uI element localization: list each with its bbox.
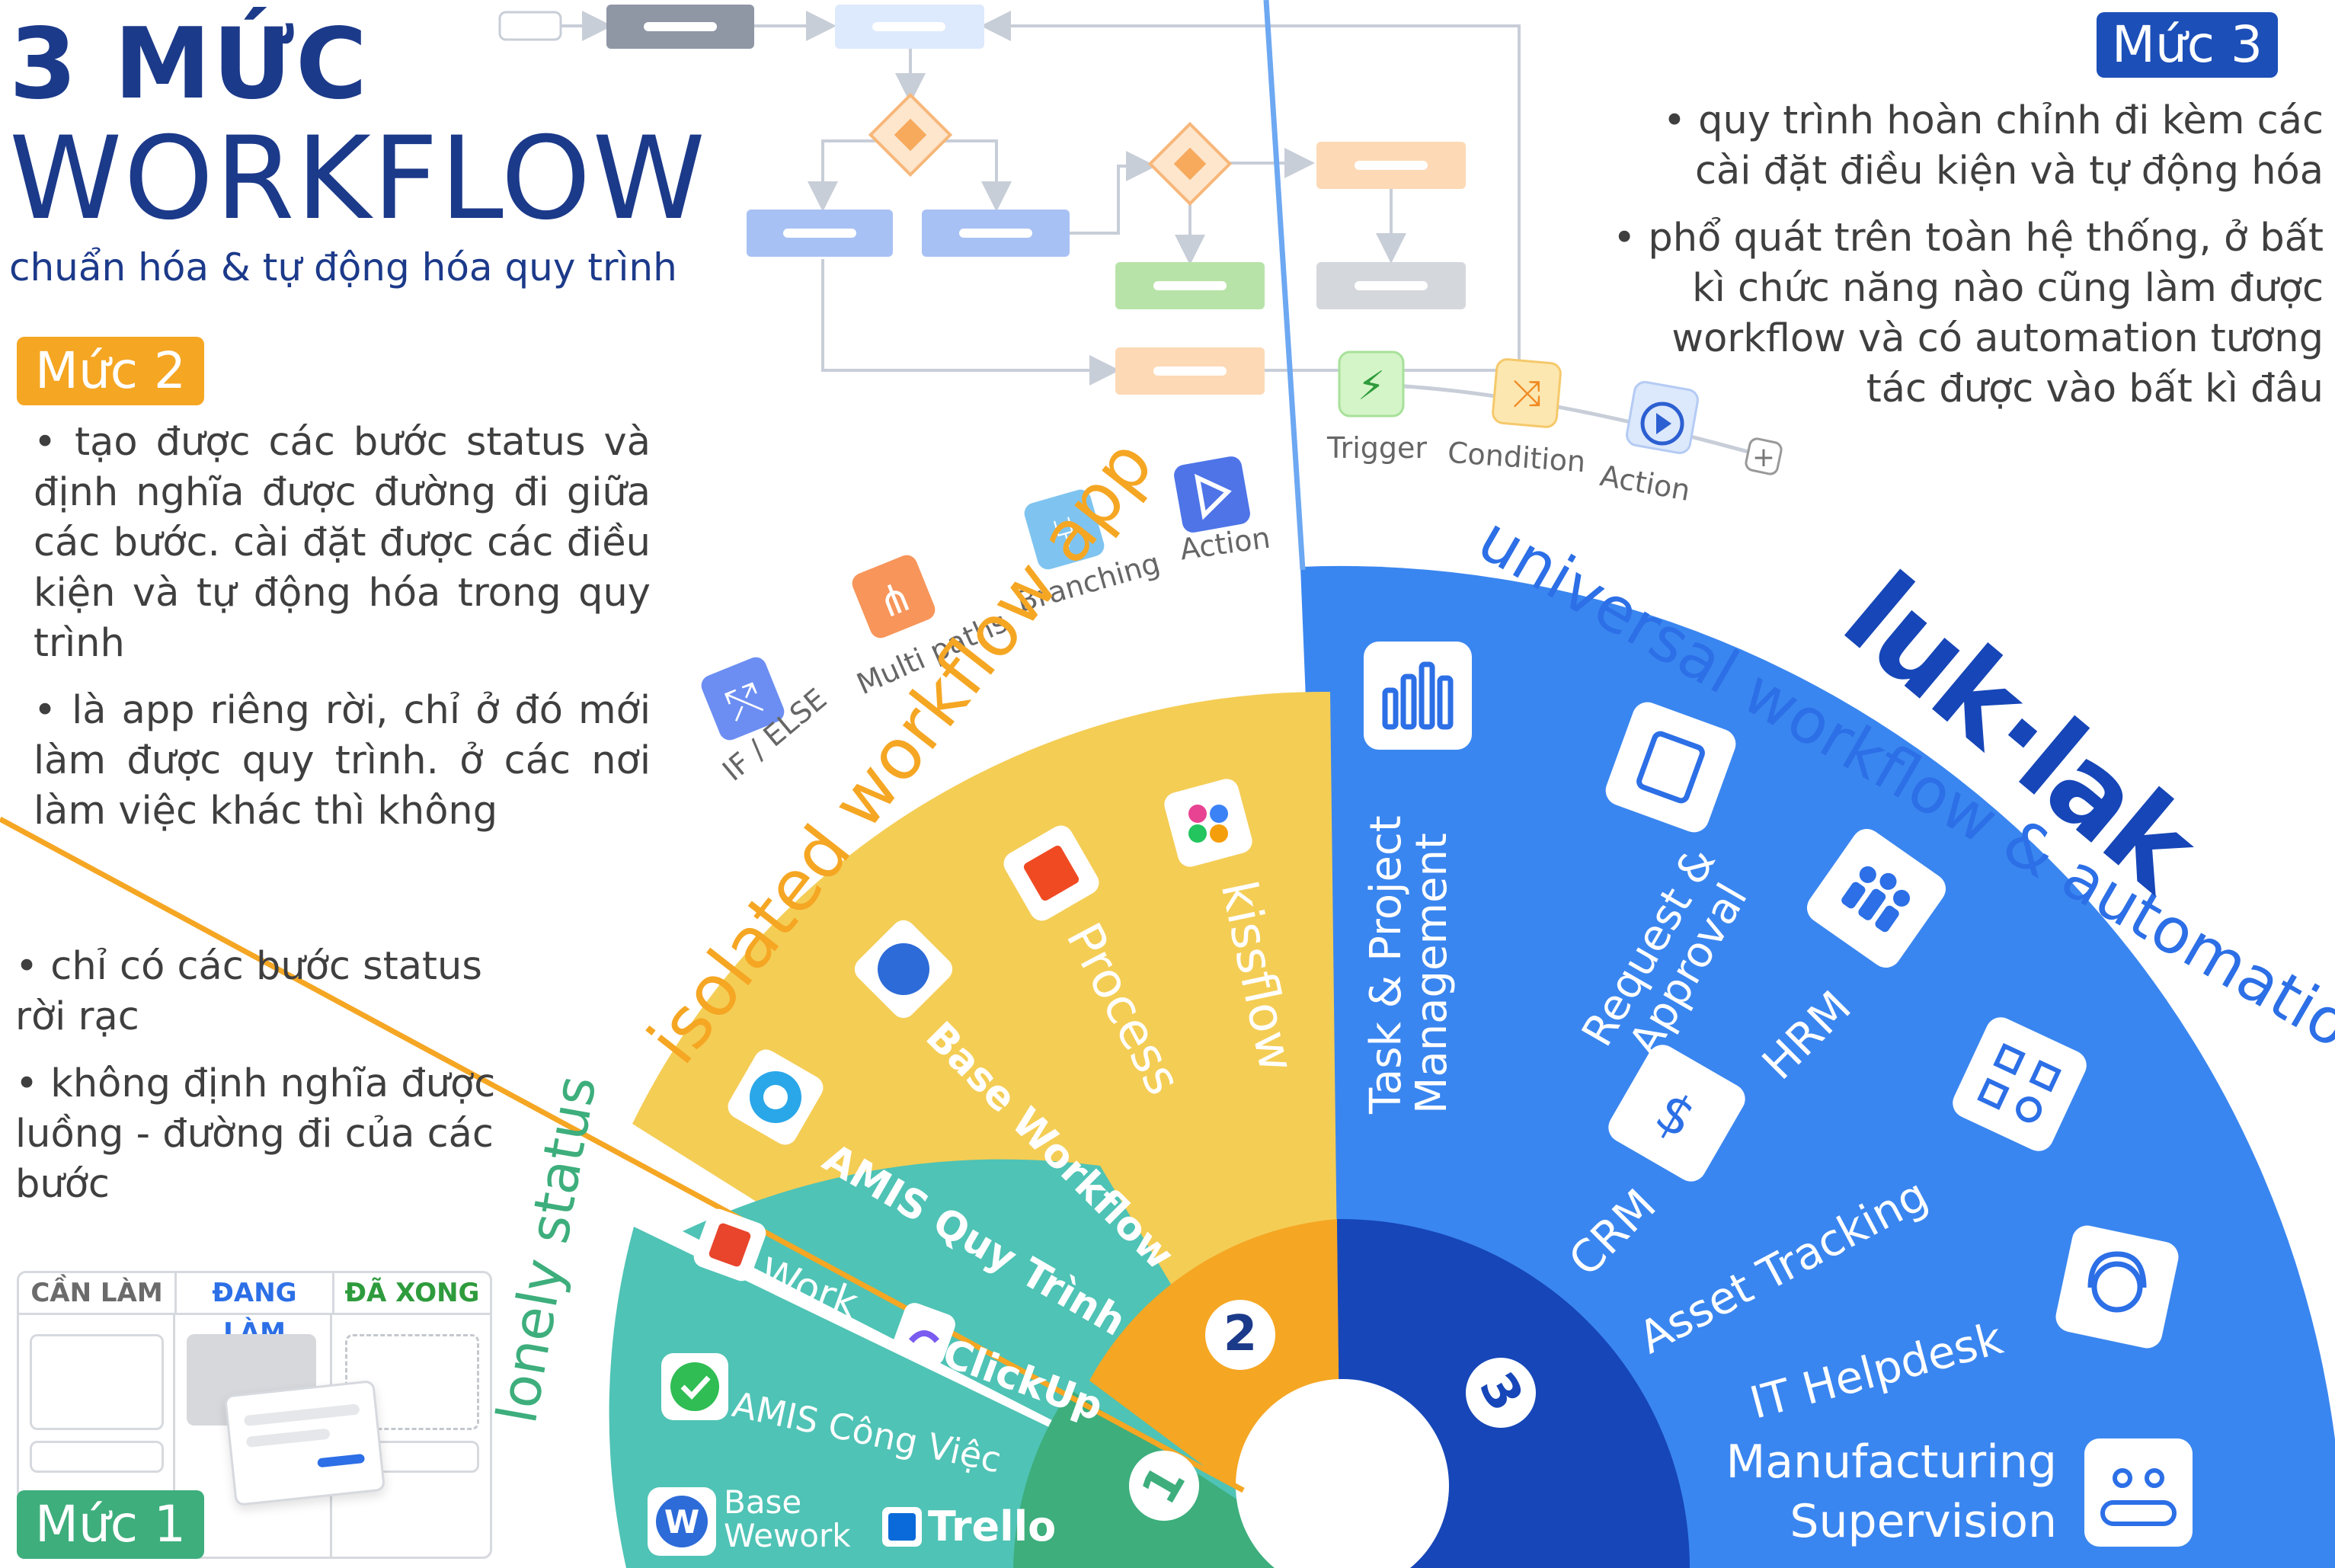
manufacturing-icon [2084,1438,2193,1547]
level1-bullet: • không định nghĩa được luồng - đường đi… [15,1061,496,1207]
level2-bullet: • là app riêng rời, chỉ ở đó mới làm đượ… [34,688,651,834]
condition-icon [1492,358,1562,428]
app-label-base-wework: Base Wework [724,1483,851,1554]
level1-bullet: • chỉ có các bước status rời rạc [15,944,482,1039]
branching-icon [1024,489,1105,570]
app-label-trello: Trello [928,1502,1057,1550]
page-subtitle: chuẩn hóa & tự động hóa quy trình [9,245,677,290]
if-else-icon [701,657,785,741]
svg-text:⤨: ⤨ [1512,372,1541,414]
crm-icon [1608,1045,1745,1182]
kanban-column-doing: ĐANG LÀM [177,1273,334,1348]
module-task-project: Task & Project Management [1361,815,1457,1114]
automation-steps: ⚡ ⤨ + [1338,350,1783,475]
app-icons: W $ [648,642,2193,1556]
kanban-card [30,1441,164,1473]
svg-text:+: + [1752,442,1775,473]
level1-description: • chỉ có các bước status rời rạc • không… [15,942,518,1227]
svg-text:W: W [664,1503,699,1541]
task-project-icon [1364,642,1472,750]
it-helpdesk-icon [2055,1225,2179,1349]
module-manufacturing: Manufacturing Supervision [1726,1435,2057,1548]
divider-line-2 [0,816,1245,1493]
action-play-icon [1174,456,1250,533]
request-approval-icon [1605,702,1736,833]
page-title-line2: WORKFLOW [9,113,707,245]
level3-badge: Mức 3 [2097,12,2279,78]
kanban-column-done: ĐÃ XONG [344,1278,480,1308]
divider-line-3 [1263,0,1306,571]
flowchart-diagram [498,5,1521,395]
level3-bullet: • phổ quát trên toàn hệ thống, ở bất kì … [1613,216,2324,411]
page-title-line1: 3 MỨC [9,8,369,121]
kissflow-icon [1164,779,1252,867]
level2-feature-icons: ⤲ ⋔ ⑂ [701,456,1250,741]
asset-tracking-icon [1953,1017,2087,1151]
level1-badge: Mức 1 [17,1490,205,1559]
level3-description: • quy trình hoàn chỉnh đi kèm các cài đặ… [1607,96,2324,431]
add-step-icon [1745,437,1783,475]
kanban-card [30,1334,164,1430]
trigger-icon [1338,350,1405,418]
level3-bullet: • quy trình hoàn chỉnh đi kèm các cài đặ… [1662,98,2324,194]
svg-text:⚡: ⚡ [1358,363,1386,409]
level2-bullet: • tạo được các bước status và định nghĩa… [34,420,651,666]
trigger-label: Trigger [1327,431,1428,465]
multi-paths-icon [852,555,936,638]
number-badges [1129,1300,1536,1521]
level2-description: • tạo được các bước status và định nghĩa… [34,418,651,853]
kanban-column-todo: CẦN LÀM [19,1273,177,1313]
level2-number: 2 [1223,1306,1258,1362]
level2-badge: Mức 2 [17,337,205,405]
dragged-card [223,1380,386,1506]
